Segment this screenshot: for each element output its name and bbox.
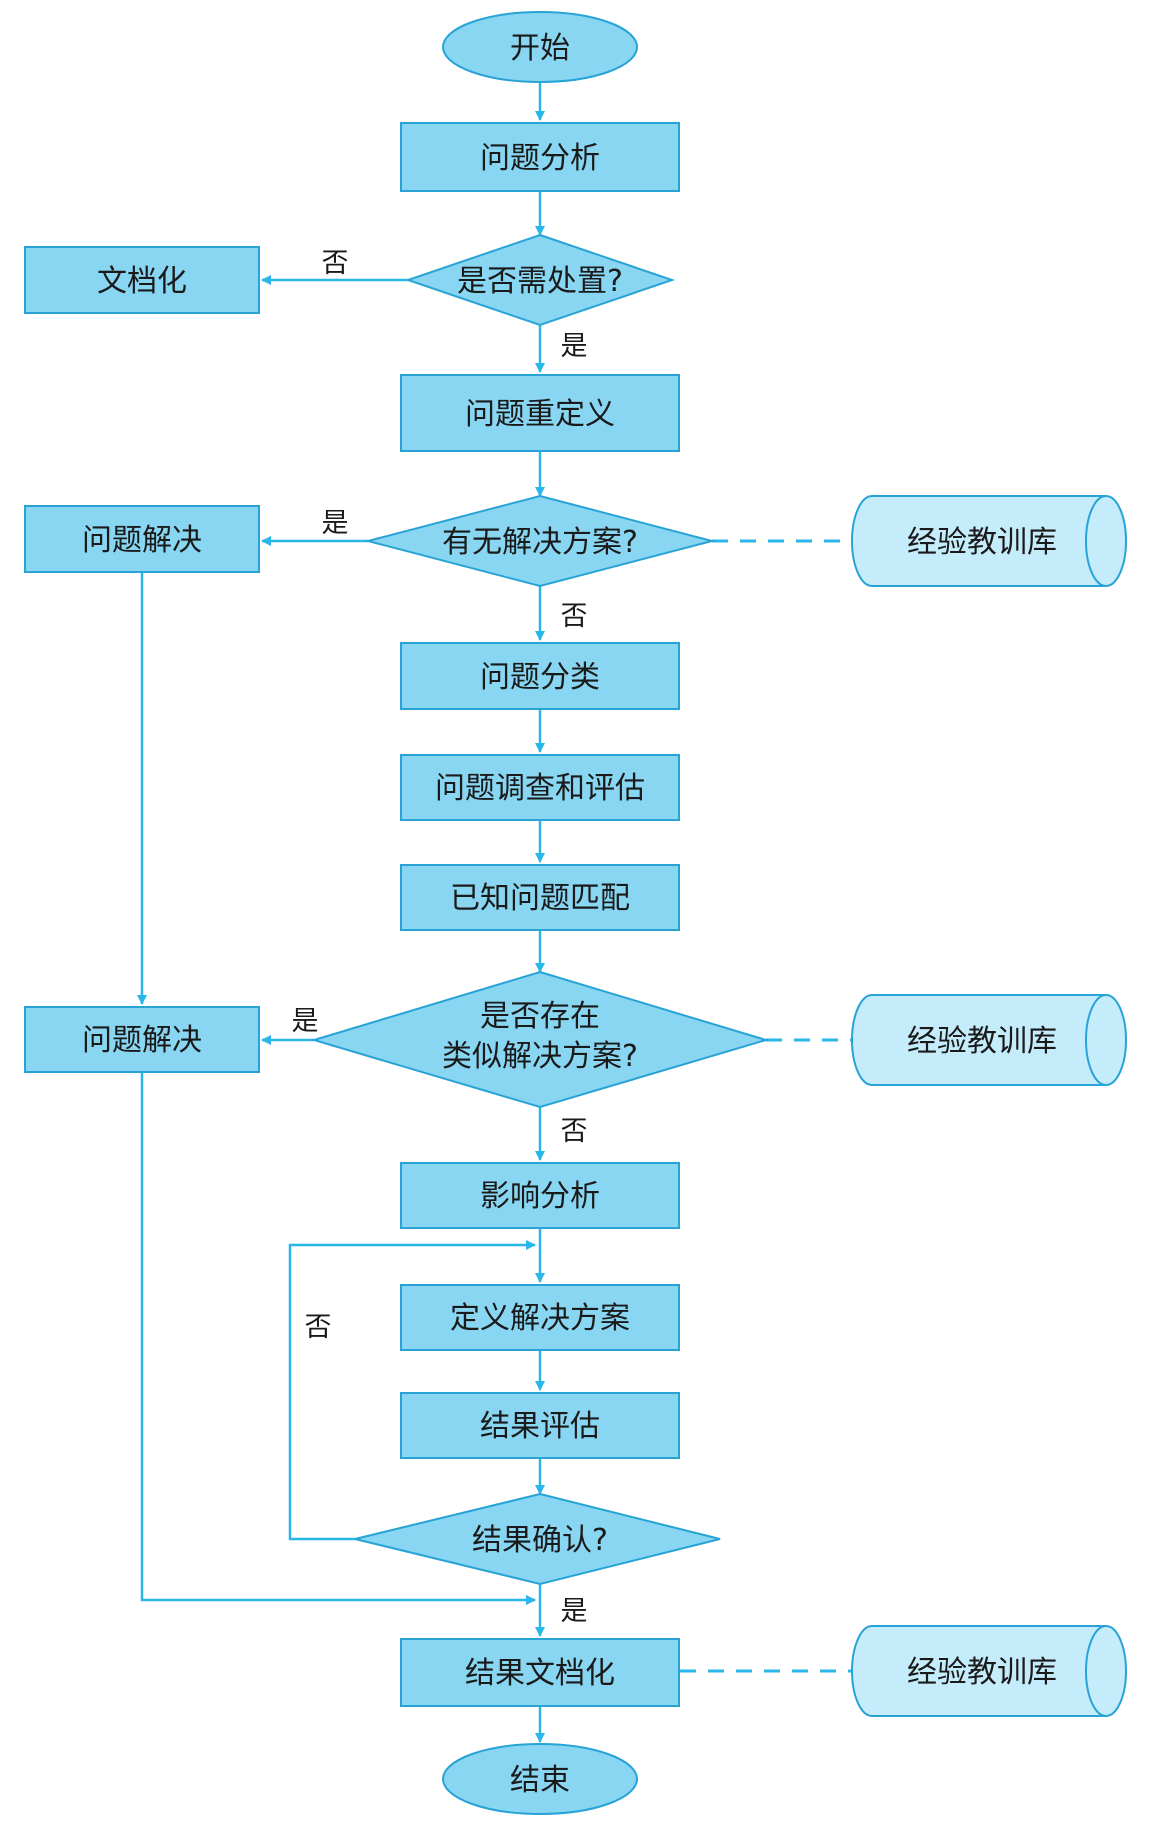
label-similar-no: 否 xyxy=(561,1116,588,1147)
problem-classify-label: 问题分类 xyxy=(480,660,600,695)
end-terminal xyxy=(442,1743,638,1815)
result-evaluate-label: 结果评估 xyxy=(480,1409,600,1444)
label-similar-yes: 是 xyxy=(292,1006,319,1037)
similar-solution-decision xyxy=(310,970,770,1109)
result-document-label: 结果文档化 xyxy=(465,1656,615,1691)
label-has-solution-yes: 是 xyxy=(322,508,349,539)
solve-2-box xyxy=(24,1006,260,1073)
impact-analysis-box xyxy=(400,1162,680,1229)
documentation-label: 文档化 xyxy=(97,264,187,299)
start-terminal xyxy=(442,11,638,83)
problem-analysis-label: 问题分析 xyxy=(480,141,600,176)
knowledge-base-3-end xyxy=(1085,1625,1107,1717)
solve-1-box xyxy=(24,505,260,573)
problem-classify-box xyxy=(400,642,680,710)
result-document-box xyxy=(400,1638,680,1707)
result-confirm-label: 结果确认? xyxy=(472,1523,608,1558)
define-solution-label: 定义解决方案 xyxy=(450,1301,630,1336)
knowledge-base-3-label: 经验教训库 xyxy=(907,1655,1057,1690)
investigate-assess-box xyxy=(400,754,680,821)
result-evaluate-box xyxy=(400,1392,680,1459)
impact-analysis-label: 影响分析 xyxy=(480,1179,600,1214)
knowledge-base-2-label: 经验教训库 xyxy=(907,1024,1057,1059)
solve-1-label: 问题解决 xyxy=(82,523,202,558)
documentation-box xyxy=(24,246,260,314)
problem-redefine-label: 问题重定义 xyxy=(465,397,615,432)
knowledge-base-2-end xyxy=(1085,994,1107,1086)
knowledge-base-1-end xyxy=(1085,495,1107,587)
define-solution-box xyxy=(400,1284,680,1351)
investigate-assess-label: 问题调查和评估 xyxy=(435,771,645,806)
need-handle-label: 是否需处置? xyxy=(457,264,623,299)
need-handle-decision xyxy=(404,233,676,327)
edge-labels: 否 是 是 否 是 否 否 是 xyxy=(292,248,588,1627)
knowledge-base-1-label: 经验教训库 xyxy=(907,525,1057,560)
label-has-solution-no: 否 xyxy=(561,601,588,632)
solve-2-label: 问题解决 xyxy=(82,1023,202,1058)
start-label: 开始 xyxy=(510,31,570,66)
nodes: 开始 问题分析 是否需处置? 文档化 问题重定义 有无解决方案? 问题解决 经验… xyxy=(24,11,1127,1815)
label-need-handle-no: 否 xyxy=(322,248,349,279)
known-match-box xyxy=(400,864,680,931)
connectors xyxy=(137,82,858,1743)
label-need-handle-yes: 是 xyxy=(561,331,588,362)
label-confirm-yes: 是 xyxy=(561,1596,588,1627)
has-solution-decision xyxy=(364,494,716,588)
similar-solution-label-2: 类似解决方案? xyxy=(442,1039,638,1074)
known-match-label: 已知问题匹配 xyxy=(450,881,630,916)
edge-solve2-merge xyxy=(140,1072,536,1605)
problem-analysis-box xyxy=(400,122,680,192)
similar-solution-label-1: 是否存在 xyxy=(480,999,600,1034)
problem-redefine-box xyxy=(400,374,680,452)
edge-confirm-no-loop xyxy=(288,1240,536,1541)
has-solution-label: 有无解决方案? xyxy=(442,525,638,560)
label-confirm-no: 否 xyxy=(305,1312,332,1343)
result-confirm-decision xyxy=(354,1492,721,1586)
end-label: 结束 xyxy=(510,1763,570,1798)
